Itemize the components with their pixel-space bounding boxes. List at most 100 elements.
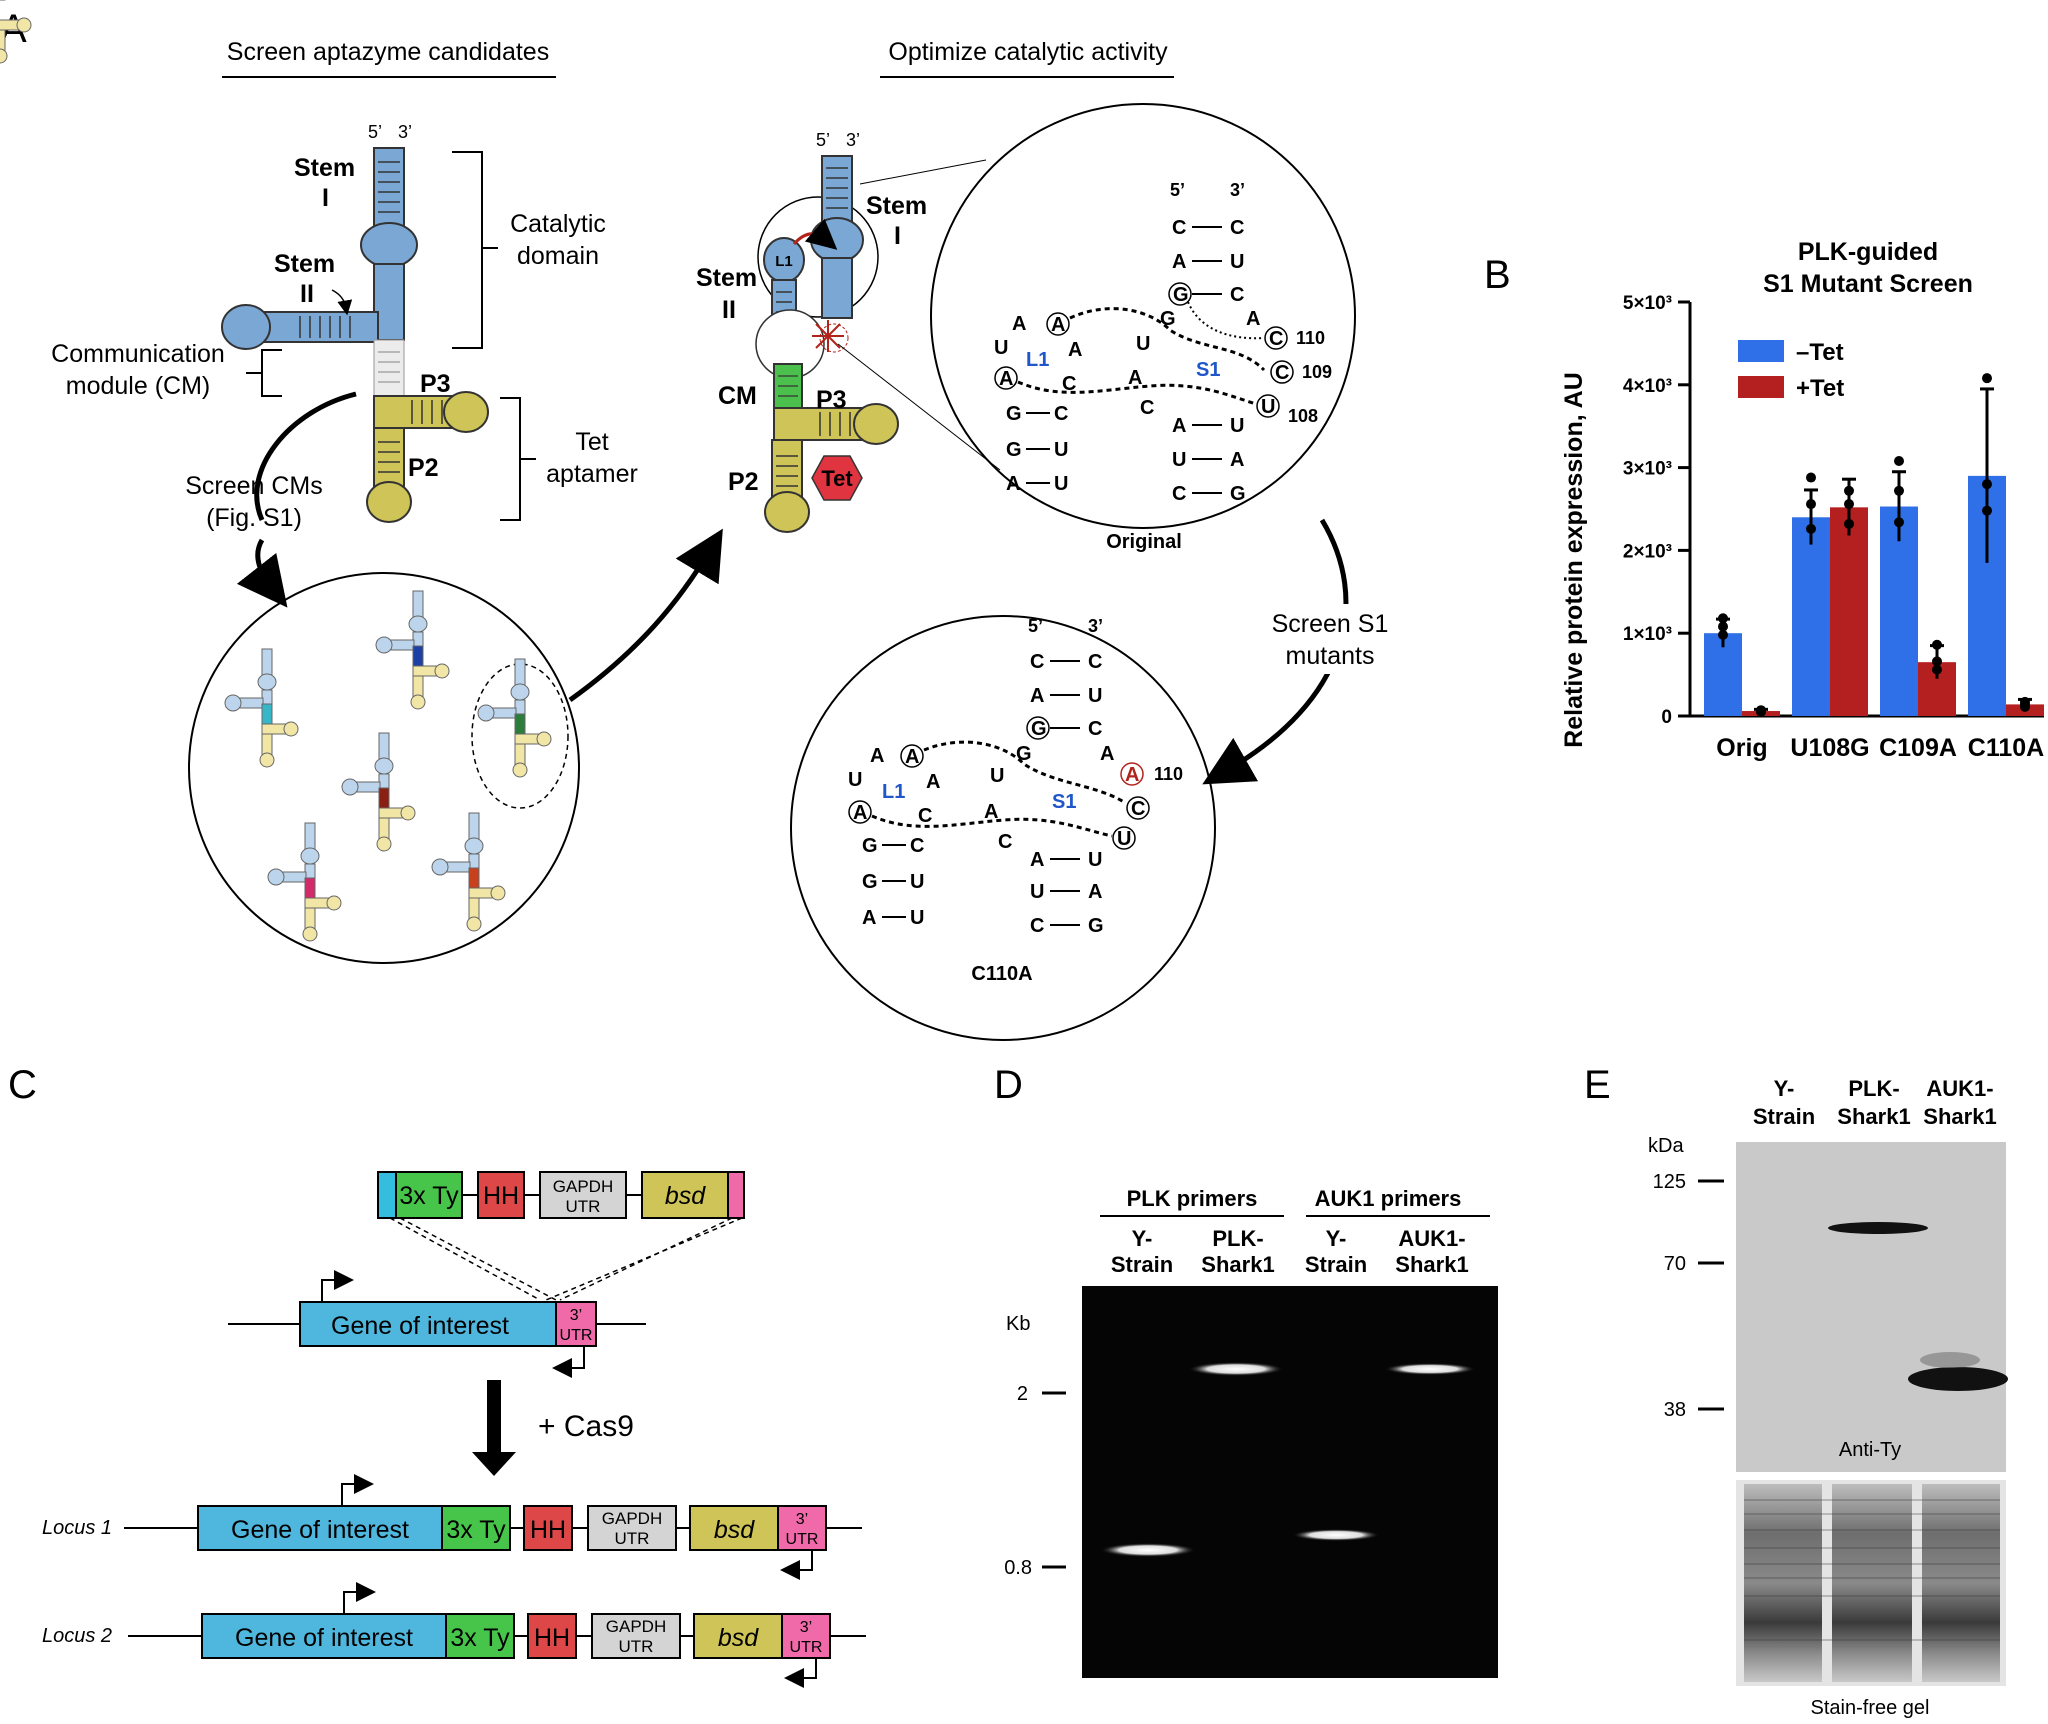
svg-text:A: A: [1172, 251, 1186, 273]
svg-text:C: C: [1088, 718, 1102, 740]
replicate-point: [1982, 505, 1992, 516]
locus-gene-label: Gene of interest: [331, 1312, 509, 1340]
svg-text:C: C: [1030, 915, 1044, 937]
locus-1: Locus 1 Gene of interest 3x Ty HH GAPDH …: [42, 1474, 862, 1580]
panel-letter-e: E: [1584, 1063, 1611, 1107]
catalytic-label-1: Catalytic: [510, 210, 606, 238]
svg-text:C: C: [1275, 362, 1289, 384]
svg-text:C: C: [1030, 651, 1044, 673]
agarose-gel-image: [1082, 1286, 1498, 1678]
western-blot-image: [1736, 1142, 2006, 1472]
stem2-number-2: II: [722, 296, 736, 324]
svg-text:C: C: [1140, 397, 1154, 419]
donor-bsd-label: bsd: [665, 1182, 706, 1210]
locus-1-gapdh-utr: UTR: [615, 1529, 650, 1548]
heading-screen-aptazyme: Screen aptazyme candidates: [227, 38, 549, 66]
replicate-point: [1894, 455, 1904, 466]
d-lane-4-line-2: Shark1: [1395, 1252, 1468, 1277]
locus-2-gene: Gene of interest: [235, 1624, 413, 1652]
replicate-point: [1844, 499, 1854, 510]
d-lane-2-line-1: PLK-: [1212, 1226, 1263, 1251]
orig-n110: 110: [1296, 328, 1325, 348]
legend-label-plus-tet: +Tet: [1796, 375, 1844, 402]
screen-s1-label-1: Screen S1: [1272, 610, 1389, 638]
locus-1-hh: HH: [530, 1516, 566, 1544]
replicate-point: [1756, 706, 1766, 717]
replicate-point: [1806, 472, 1816, 483]
tet-aptamer-label-2: aptamer: [546, 460, 638, 488]
stem2-label-2: Stem: [696, 264, 757, 292]
marker-38-label: 38: [1664, 1399, 1686, 1421]
chart-title-2: S1 Mutant Screen: [1763, 270, 1973, 298]
p2-label: P2: [408, 454, 439, 482]
locus-2-label: Locus 2: [42, 1625, 112, 1647]
mut-s1-label: S1: [1052, 791, 1076, 813]
svg-text:C: C: [1088, 651, 1102, 673]
wb-band-auk1: [1908, 1367, 2008, 1391]
mut-l1-label: L1: [882, 781, 905, 803]
donor-utr-label: UTR: [566, 1197, 601, 1216]
panel-letter-c: C: [8, 1063, 37, 1107]
svg-text:C: C: [1054, 403, 1068, 425]
comm-module-label-2: module (CM): [66, 372, 210, 400]
marker-125-label: 125: [1653, 1171, 1686, 1193]
plk-primers-label: PLK primers: [1127, 1186, 1258, 1211]
svg-text:C: C: [1172, 217, 1186, 239]
svg-text:U: U: [1117, 828, 1131, 850]
marker-08kb-label: 0.8: [1004, 1557, 1032, 1579]
y-tick-label: 4×10³: [1623, 376, 1672, 397]
stem1-label: Stem: [294, 154, 355, 182]
replicate-point: [1844, 485, 1854, 496]
e-lane-2-line-1: PLK-: [1848, 1076, 1899, 1101]
p3-label: P3: [420, 370, 451, 398]
svg-text:U: U: [994, 337, 1008, 359]
svg-text:A: A: [870, 745, 884, 767]
replicate-point: [2020, 701, 2030, 712]
tet-molecule-label: Tet: [821, 466, 853, 491]
svg-text:U: U: [910, 871, 924, 893]
svg-text:C: C: [1230, 217, 1244, 239]
orig-n109: 109: [1302, 362, 1332, 382]
svg-text:A: A: [905, 746, 919, 768]
d-lane-2-line-2: Shark1: [1201, 1252, 1274, 1277]
svg-text:A: A: [1030, 849, 1044, 871]
svg-text:A: A: [853, 802, 867, 824]
marker-70-label: 70: [1664, 1253, 1686, 1275]
d-lane-3-line-1: Y-: [1326, 1226, 1347, 1251]
svg-text:A: A: [1246, 308, 1260, 330]
screen-s1-label-2: mutants: [1286, 642, 1375, 670]
svg-text:A: A: [1030, 685, 1044, 707]
optimized-aptazyme: 5’ 3’ L1: [696, 130, 1001, 533]
target-locus: Gene of interest 3’ UTR: [228, 1270, 646, 1378]
y-tick-label: 0: [1661, 707, 1672, 728]
replicate-point: [1806, 523, 1816, 534]
x-tick-label-c110a: C110A: [1968, 734, 2044, 762]
c110a-label: C110A: [971, 963, 1032, 985]
locus-2-gapdh: GAPDH: [606, 1617, 666, 1636]
panel-letter-d: D: [994, 1063, 1023, 1107]
panel-e: Y- Strain PLK- Shark1 AUK1- Shark1 kDa 1…: [1648, 1076, 2008, 1719]
locus-1-utr-top: 3’: [796, 1511, 808, 1528]
cm-label: CM: [718, 382, 757, 410]
svg-text:G: G: [1016, 743, 1032, 765]
locus-utr-top: 3’: [570, 1307, 582, 1324]
bar-marks: [1704, 373, 2044, 717]
y-tick-label: 1×10³: [1623, 624, 1672, 645]
d-lane-4-line-1: AUK1-: [1398, 1226, 1465, 1251]
orig-s1-label: S1: [1196, 359, 1220, 381]
wb-band-plk: [1828, 1222, 1928, 1234]
orig-n108: 108: [1288, 406, 1318, 426]
panel-a: Screen aptazyme candidates Optimize cata…: [0, 0, 1389, 1041]
svg-text:A: A: [1172, 415, 1186, 437]
legend-swatch-minus-tet: [1738, 340, 1784, 362]
svg-text:U: U: [910, 907, 924, 929]
orig-three-prime: 3’: [1230, 180, 1245, 200]
band-plk-shark1: [1188, 1362, 1284, 1376]
e-lane-1-line-2: Strain: [1753, 1104, 1815, 1129]
x-tick-label-u108g: U108G: [1790, 734, 1869, 762]
donor-ty-label: 3x Ty: [399, 1182, 459, 1210]
svg-text:C: C: [1131, 798, 1145, 820]
e-lane-1-line-1: Y-: [1774, 1076, 1795, 1101]
